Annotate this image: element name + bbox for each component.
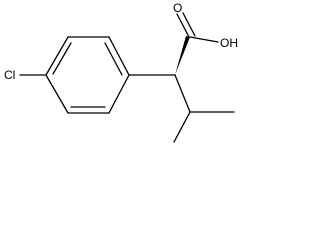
ring-double-bond-2	[104, 42, 123, 76]
carbonyl-oxygen-label: O	[173, 1, 182, 15]
carbonyl-double-bond-b	[182, 12, 196, 37]
isopropyl-methyl-bond-1	[173, 111, 191, 143]
carboxyl-oh-bond	[189, 36, 219, 43]
chlorine-label: Cl	[4, 68, 15, 82]
carbonyl-double-bond-a	[176, 13, 190, 38]
hydroxyl-label: OH	[220, 36, 238, 50]
ring-bond-4	[108, 74, 130, 114]
ring-double-bond-1	[52, 42, 72, 75]
ring-bond-3	[108, 36, 130, 76]
ring-bond-6	[45, 74, 69, 114]
benzene-ring	[45, 36, 130, 114]
wedge-bond	[175, 36, 190, 75]
alpha-to-isopropyl-bond	[174, 74, 191, 113]
ring-bond-1	[45, 36, 69, 76]
chemical-structure: Cl O OH	[4, 1, 238, 143]
